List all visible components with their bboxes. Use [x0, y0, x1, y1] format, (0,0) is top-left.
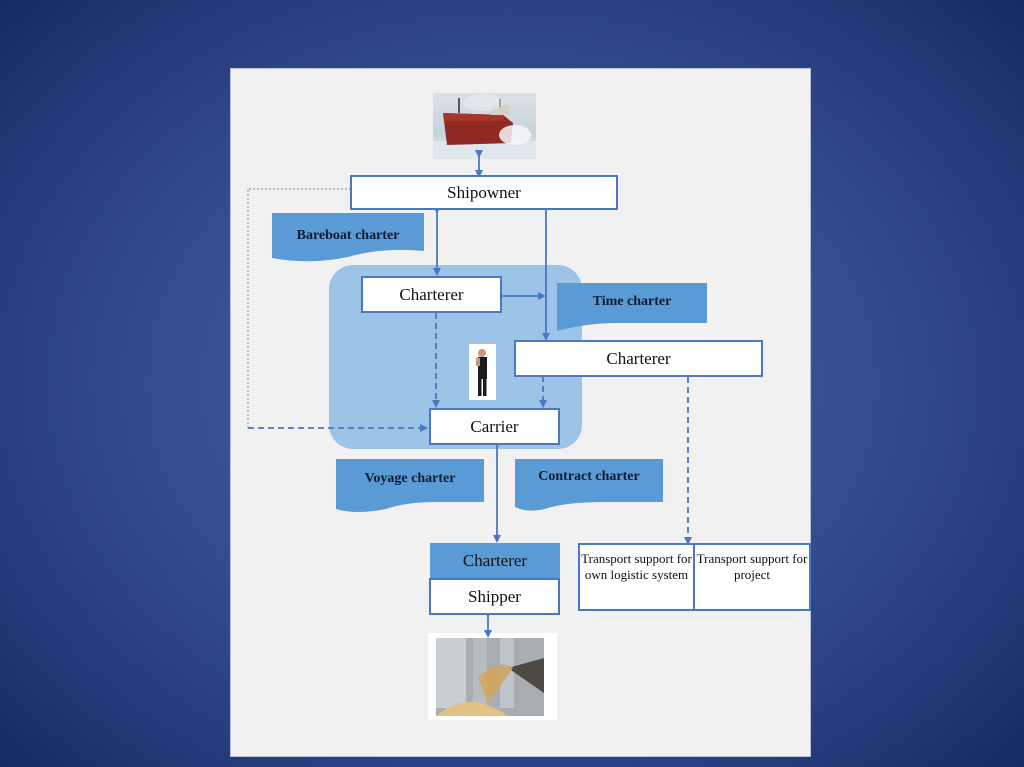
charterer-bareboat-node[interactable]: Charterer	[361, 276, 502, 313]
grain-silo-icon	[436, 638, 544, 716]
voyage-charter-label: Voyage charter	[336, 459, 484, 513]
carrier-label: Carrier	[470, 416, 519, 436]
bareboat-charter-label: Bareboat charter	[272, 213, 424, 263]
charterer-time-label: Charterer	[606, 348, 671, 368]
shipowner-node[interactable]: Shipowner	[350, 175, 618, 210]
charterer-bareboat-label: Charterer	[399, 284, 464, 304]
time-charter-label: Time charter	[557, 283, 707, 333]
transport-project-label: Transport support for project	[696, 551, 808, 582]
charterer-time-node[interactable]: Charterer	[514, 340, 763, 377]
ship-image	[433, 93, 536, 159]
ship-icon	[433, 95, 536, 159]
grain-image	[428, 633, 557, 720]
shipper-label: Shipper	[468, 586, 521, 606]
businessman-icon	[476, 349, 487, 396]
shipper-node[interactable]: Shipper	[429, 578, 560, 615]
contract-charter-label: Contract charter	[515, 459, 663, 513]
carrier-node[interactable]: Carrier	[429, 408, 560, 445]
transport-own-label: Transport support for own logistic syste…	[581, 551, 692, 582]
transport-project-node[interactable]: Transport support for project	[693, 543, 811, 611]
person-image	[469, 344, 496, 400]
charterer-shipper-label: Charterer	[462, 551, 528, 570]
shipowner-label: Shipowner	[447, 182, 521, 202]
transport-own-node[interactable]: Transport support for own logistic syste…	[578, 543, 695, 611]
charterer-shipper-header[interactable]: Charterer	[430, 543, 560, 579]
